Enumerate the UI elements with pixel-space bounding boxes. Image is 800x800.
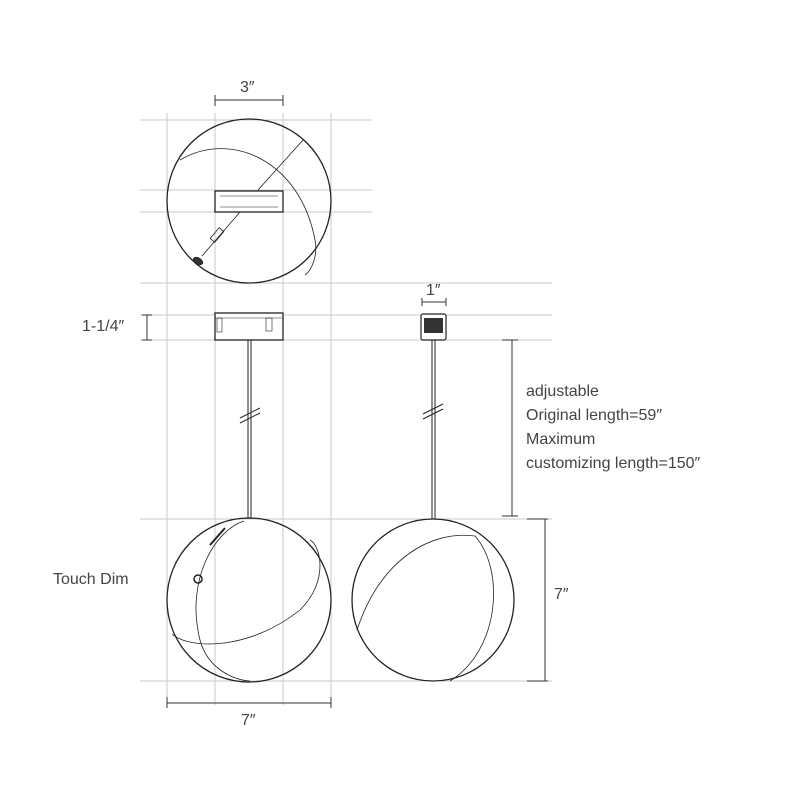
touch-dim-button (193, 574, 203, 584)
top-view (166, 118, 332, 284)
dim-3in (214, 95, 284, 106)
dim-label-3in: 3″ (240, 79, 255, 96)
globe-left-seam-2 (195, 520, 251, 682)
globe-top-seam (179, 148, 317, 276)
top-diagonal (257, 139, 304, 191)
note-line: Original length=59″ (526, 407, 662, 424)
dim-label-1in: 1″ (426, 282, 441, 299)
dim-label-globe-height: 7″ (554, 586, 569, 603)
front-view-left (166, 312, 332, 683)
note-line: customizing length=150″ (526, 455, 701, 472)
side-view-right (351, 313, 515, 682)
globe-right-seam (356, 534, 494, 682)
note-line: Maximum (526, 431, 596, 448)
globe-side-right (351, 518, 515, 682)
globe-front-left (166, 517, 332, 683)
note-line: adjustable (526, 383, 599, 400)
touch-button-top (192, 256, 204, 266)
dim-label-globe-width: 7″ (241, 712, 256, 729)
dimension-lines (142, 298, 548, 708)
touch-dim-label: Touch Dim (53, 571, 129, 588)
globe-top-outline (166, 118, 332, 284)
dim-label-1-1-4in: 1-1/4″ (82, 318, 125, 335)
adjustable-note: adjustable Original length=59″ Maximum c… (526, 380, 700, 476)
connector-front (214, 312, 284, 341)
connector-top-view (214, 190, 284, 213)
construction-grid (140, 113, 552, 705)
touch-cable (201, 211, 241, 257)
globe-left-seam-1 (171, 539, 321, 645)
